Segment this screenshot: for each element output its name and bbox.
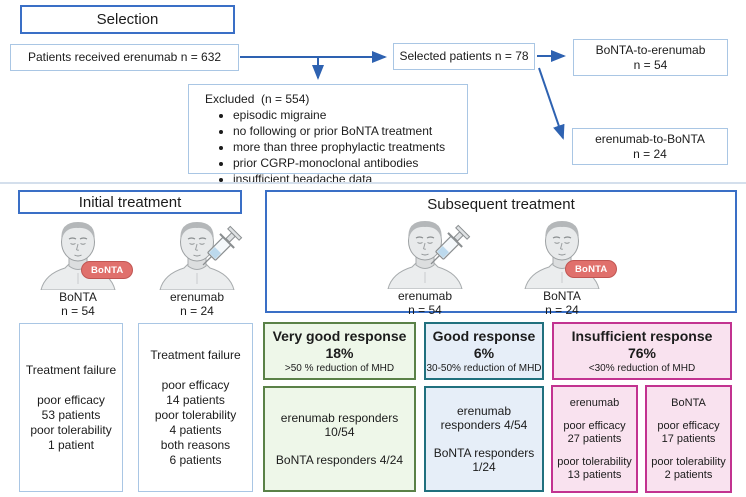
patient-group-erenumab-subsequent: erenumab n = 54	[370, 219, 480, 317]
response-title: Very good response	[272, 327, 407, 344]
response-criteria: 30-50% reduction of MHD	[426, 362, 542, 374]
treatment-n: n = 54	[408, 303, 442, 317]
subbox-name: erenumab	[569, 396, 620, 409]
response-detail-good: erenumab responders 4/54 BoNTA responder…	[424, 386, 544, 492]
excluded-box: Excluded (n = 554) episodic migraine no …	[188, 84, 468, 186]
group-n: n = 24	[633, 146, 667, 161]
selection-header-box: Selection	[20, 5, 235, 34]
response-criteria: <30% reduction of MHD	[588, 362, 696, 374]
group-n: n = 54	[633, 57, 668, 72]
failure-line: both reasons	[160, 437, 231, 452]
responder-line: erenumab responders 4/54	[440, 404, 528, 432]
group-name: erenumab-to-BoNTA	[595, 131, 705, 146]
failure-line: 6 patients	[169, 452, 222, 467]
response-header-very-good: Very good response 18% >50 % reduction o…	[263, 322, 416, 380]
failure-line: poor efficacy	[161, 377, 230, 392]
failure-title: Treatment failure	[150, 347, 241, 362]
insufficient-subbox-bonta: BoNTA poor efficacy 17 patients poor tol…	[645, 385, 732, 493]
failure-line: poor tolerability	[154, 407, 237, 422]
response-detail-very-good: erenumab responders 10/54 BoNTA responde…	[263, 386, 416, 492]
failure-line: 14 patients	[166, 392, 225, 407]
selection-title: Selection	[96, 11, 159, 28]
excluded-item: episodic migraine	[233, 108, 467, 123]
subbox-name: BoNTA	[671, 396, 706, 409]
excluded-item: insufficient headache data	[233, 172, 467, 187]
section-divider	[0, 182, 746, 184]
responder-line: erenumab responders 10/54	[280, 411, 399, 439]
treatment-n: n = 24	[180, 304, 214, 318]
response-title: Insufficient response	[571, 327, 713, 344]
bonta-pill-badge: BoNTA	[565, 260, 618, 278]
patients-received-label: Patients received erenumab n = 632	[27, 50, 222, 64]
bonta-pill-badge: BoNTA	[81, 261, 134, 279]
response-header-insufficient: Insufficient response 76% <30% reduction…	[552, 322, 732, 380]
treatment-name: BoNTA	[543, 289, 581, 303]
subbox-line: poor tolerability 2 patients	[651, 455, 726, 481]
treatment-name: erenumab	[397, 289, 453, 303]
patient-group-bonta-subsequent: BoNTA BoNTA n = 24	[507, 219, 618, 317]
treatment-name: erenumab	[169, 290, 225, 304]
failure-line: poor efficacy	[37, 392, 105, 407]
treatment-n: n = 54	[61, 304, 95, 318]
excluded-item: no following or prior BoNTA treatment	[233, 124, 467, 139]
failure-line: 1 patient	[47, 437, 95, 452]
failure-line: 53 patients	[41, 407, 101, 422]
failure-line: poor tolerability	[30, 422, 112, 437]
subsequent-treatment-box	[265, 190, 737, 313]
syringe-icon	[194, 224, 244, 274]
excluded-item: more than three prophylactic treatments	[233, 140, 467, 155]
insufficient-subbox-erenumab: erenumab poor efficacy 27 patients poor …	[551, 385, 638, 493]
response-criteria: >50 % reduction of MHD	[284, 362, 395, 374]
subsequent-treatment-title: Subsequent treatment	[427, 196, 575, 213]
initial-treatment-title: Initial treatment	[78, 193, 182, 211]
patient-group-erenumab-initial: erenumab n = 24	[142, 220, 252, 318]
erenumab-to-bonta-box: erenumab-to-BoNTA n = 24	[572, 128, 728, 165]
excluded-list: episodic migraine no following or prior …	[189, 108, 467, 187]
failure-title: Treatment failure	[25, 362, 117, 377]
subbox-line: poor tolerability 13 patients	[557, 455, 632, 481]
response-pct: 76%	[627, 344, 657, 361]
excluded-title: Excluded (n = 554)	[205, 92, 310, 106]
patient-group-bonta-initial: BoNTA BoNTA n = 54	[23, 220, 134, 318]
bonta-to-erenumab-box: BoNTA-to-erenumab n = 54	[573, 39, 728, 76]
treatment-n: n = 24	[545, 303, 579, 317]
response-title: Good response	[432, 327, 536, 344]
treatment-name: BoNTA	[59, 290, 97, 304]
subbox-line: poor efficacy 17 patients	[657, 419, 720, 445]
selected-patients-box: Selected patients n = 78	[393, 43, 535, 70]
response-pct: 18%	[325, 344, 354, 361]
response-header-good: Good response 6% 30-50% reduction of MHD	[424, 322, 544, 380]
responder-line: BoNTA responders 1/24	[433, 446, 535, 474]
syringe-icon	[422, 223, 472, 273]
treatment-failure-box-bonta: Treatment failure poor efficacy 53 patie…	[19, 323, 123, 492]
initial-treatment-header-box: Initial treatment	[18, 190, 242, 214]
patient-icon	[40, 221, 116, 290]
group-name: BoNTA-to-erenumab	[595, 42, 706, 57]
patients-received-box: Patients received erenumab n = 632	[10, 44, 239, 71]
patient-icon	[524, 220, 600, 289]
failure-line: 4 patients	[169, 422, 222, 437]
responder-line: BoNTA responders 4/24	[275, 453, 404, 467]
treatment-failure-box-erenumab: Treatment failure poor efficacy 14 patie…	[138, 323, 253, 492]
selected-patients-label: Selected patients n = 78	[399, 49, 529, 63]
response-pct: 6%	[473, 344, 495, 361]
subbox-line: poor efficacy 27 patients	[563, 419, 626, 445]
excluded-item: prior CGRP-monoclonal antibodies	[233, 156, 467, 171]
